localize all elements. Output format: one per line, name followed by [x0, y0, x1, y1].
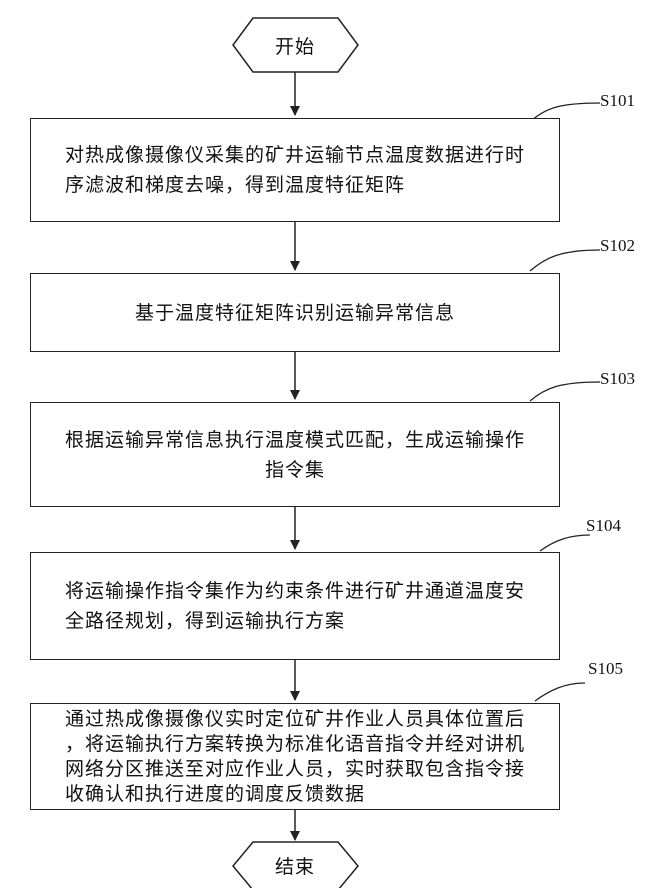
leader-s105 — [535, 683, 585, 701]
process-text-line: 基于温度特征矩阵识别运输异常信息 — [135, 298, 455, 328]
step-label-s101: S101 — [600, 91, 635, 111]
leader-s103 — [530, 382, 600, 401]
start-label: 开始 — [245, 32, 345, 59]
process-text-line: 全路径规划，得到运输执行方案 — [65, 606, 525, 636]
process-box-s102: 基于温度特征矩阵识别运输异常信息 — [30, 273, 560, 352]
step-label-s103: S103 — [600, 369, 635, 389]
process-text-line: 根据运输异常信息执行温度模式匹配，生成运输操作 — [65, 425, 525, 455]
process-text-line: 通过热成像摄像仪实时定位矿井作业人员具体位置后 — [65, 707, 525, 732]
step-label-s104: S104 — [586, 516, 621, 536]
process-box-s103: 根据运输异常信息执行温度模式匹配，生成运输操作 指令集 — [30, 402, 560, 507]
process-text-line: ，将运输执行方案转换为标准化语音指令并经对讲机 — [65, 732, 525, 757]
leader-s102 — [530, 250, 600, 271]
process-box-s104: 将运输操作指令集作为约束条件进行矿井通道温度安 全路径规划，得到运输执行方案 — [30, 552, 560, 660]
process-text-line: 指令集 — [65, 455, 525, 485]
process-box-s101: 对热成像摄像仪采集的矿井运输节点温度数据进行时 序滤波和梯度去噪，得到温度特征矩… — [30, 118, 560, 222]
end-label: 结束 — [245, 852, 345, 879]
process-text-line: 网络分区推送至对应作业人员，实时获取包含指令接 — [65, 757, 525, 782]
process-text-line: 将运输操作指令集作为约束条件进行矿井通道温度安 — [65, 576, 525, 606]
process-text-line: 对热成像摄像仪采集的矿井运输节点温度数据进行时 — [65, 140, 525, 170]
process-text-line: 收确认和执行进度的调度反馈数据 — [65, 782, 525, 807]
process-box-s105: 通过热成像摄像仪实时定位矿井作业人员具体位置后 ，将运输执行方案转换为标准化语音… — [30, 703, 560, 810]
step-label-s105: S105 — [588, 659, 623, 679]
step-label-s102: S102 — [600, 236, 635, 256]
leader-s104 — [540, 535, 590, 551]
process-text-line: 序滤波和梯度去噪，得到温度特征矩阵 — [65, 170, 525, 200]
